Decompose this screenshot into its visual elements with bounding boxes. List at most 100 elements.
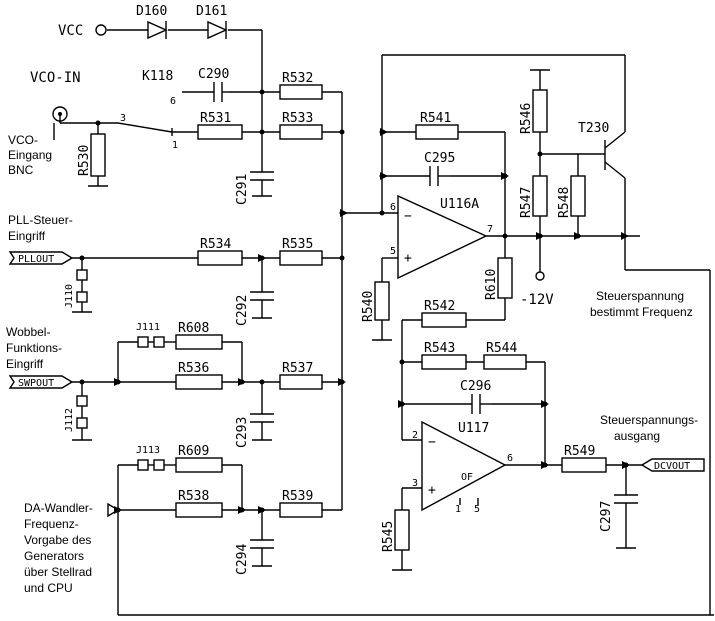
capacitor-c297	[614, 494, 638, 549]
capacitor-c290	[213, 82, 229, 102]
ground-symbols	[372, 339, 412, 571]
resistor-r536	[175, 374, 223, 390]
da-input-text-4: Generators	[24, 549, 84, 563]
resistor-r609	[175, 457, 223, 473]
resistor-r541	[415, 124, 459, 140]
resistor-r537	[279, 374, 323, 390]
k118-pin-1: 1	[172, 140, 178, 151]
minus-12v-terminal	[535, 271, 545, 281]
resistor-r608	[175, 334, 223, 350]
u116a-plus: +	[404, 251, 412, 266]
resistor-r535	[279, 250, 323, 266]
c295-label: C295	[424, 151, 455, 166]
r532-label: R532	[282, 71, 313, 86]
resistor-r532	[279, 84, 323, 100]
wobbel-input-text-1: Wobbel-	[6, 325, 50, 339]
diode-d160	[147, 20, 168, 40]
connector-swpout	[8, 375, 74, 389]
capacitor-c294	[250, 539, 274, 567]
d160-label: D160	[136, 4, 167, 19]
control-out-text-1: Steuerspannungs-	[600, 413, 698, 427]
arrows	[114, 128, 630, 514]
c293-label: C293	[235, 417, 250, 448]
resistor-r534	[197, 250, 243, 266]
capacitor-c292	[250, 291, 274, 319]
connector-pllout	[8, 251, 74, 265]
r537-label: R537	[282, 361, 313, 376]
jumper-j112	[72, 395, 92, 441]
control-freq-text-2: bestimmt Frequenz	[590, 305, 693, 319]
u117-pin-5: 5	[474, 504, 480, 515]
u116a-pin-6: 6	[390, 202, 396, 213]
j112-label: J112	[64, 408, 75, 432]
vcc-terminal	[95, 24, 107, 36]
u117-pin-6: 6	[507, 453, 513, 464]
r549-label: R549	[564, 444, 595, 459]
r547-label: R547	[519, 187, 534, 218]
r608-label: R608	[178, 321, 209, 336]
capacitor-c293	[250, 413, 274, 441]
r609-label: R609	[178, 444, 209, 459]
u116a-pin-7: 7	[487, 224, 493, 235]
jumper-j110	[72, 269, 92, 313]
resistor-r542	[421, 312, 467, 328]
resistor-r539	[279, 502, 323, 518]
u117-label: U117	[458, 421, 489, 436]
r546-label: R546	[519, 103, 534, 134]
diode-d161	[207, 20, 228, 40]
u117-pin-of: OF	[461, 472, 473, 483]
k118-label: K118	[142, 69, 173, 84]
r531-label: R531	[200, 111, 231, 126]
control-freq-text-1: Steuerspannung	[596, 289, 684, 303]
j111-label: J111	[136, 322, 160, 333]
resistor-r544	[483, 354, 527, 370]
resistor-r610	[497, 257, 513, 299]
resistor-r538	[175, 502, 223, 518]
resistor-r543	[421, 354, 467, 370]
r610-label: R610	[484, 269, 499, 300]
pll-input-text-1: PLL-Steuer-	[8, 213, 73, 227]
u117-plus: +	[428, 483, 436, 498]
resistor-r546	[532, 89, 548, 133]
r541-label: R541	[420, 111, 451, 126]
t230-label: T230	[578, 121, 609, 136]
resistor-r547	[532, 175, 548, 217]
r539-label: R539	[282, 489, 313, 504]
wobbel-input-text-3: Eingriff	[6, 357, 44, 371]
resistor-r545	[394, 509, 410, 551]
da-input-text-6: und CPU	[24, 581, 73, 595]
u117-minus: −	[428, 435, 436, 450]
k118-pin-3: 3	[120, 113, 126, 124]
resistor-r540	[374, 281, 390, 321]
r530-label: R530	[77, 145, 92, 176]
r536-label: R536	[178, 361, 209, 376]
r543-label: R543	[424, 341, 455, 356]
r542-label: R542	[424, 299, 455, 314]
pll-input-text-2: Eingriff	[8, 229, 46, 243]
connector-dcvout	[640, 458, 705, 472]
vco-in-label: VCO-IN	[30, 70, 81, 86]
u116a-pin-5: 5	[390, 246, 396, 257]
c297-label: C297	[599, 501, 614, 532]
u116a-minus: −	[404, 209, 412, 224]
resistor-r530	[90, 133, 106, 177]
jumper-j113	[137, 459, 165, 471]
capacitor-c295	[429, 166, 450, 186]
pllout-label: PLLOUT	[18, 254, 54, 265]
jumper-j111	[137, 336, 165, 348]
bnc-connector	[52, 106, 68, 140]
swpout-label: SWPOUT	[18, 378, 54, 389]
u117-pin-3: 3	[412, 478, 418, 489]
vcc-label: VCC	[58, 23, 83, 39]
c290-label: C290	[198, 67, 229, 82]
r533-label: R533	[282, 111, 313, 126]
opamp-u117	[421, 420, 507, 512]
da-input-text-5: über Stellrad	[24, 565, 92, 579]
wiring	[59, 29, 714, 616]
c294-label: C294	[235, 544, 250, 575]
vco-input-text-2: Eingang	[8, 148, 52, 162]
r535-label: R535	[282, 237, 313, 252]
da-input-text-3: Vorgabe des	[24, 533, 91, 547]
r545-label: R545	[381, 521, 396, 552]
